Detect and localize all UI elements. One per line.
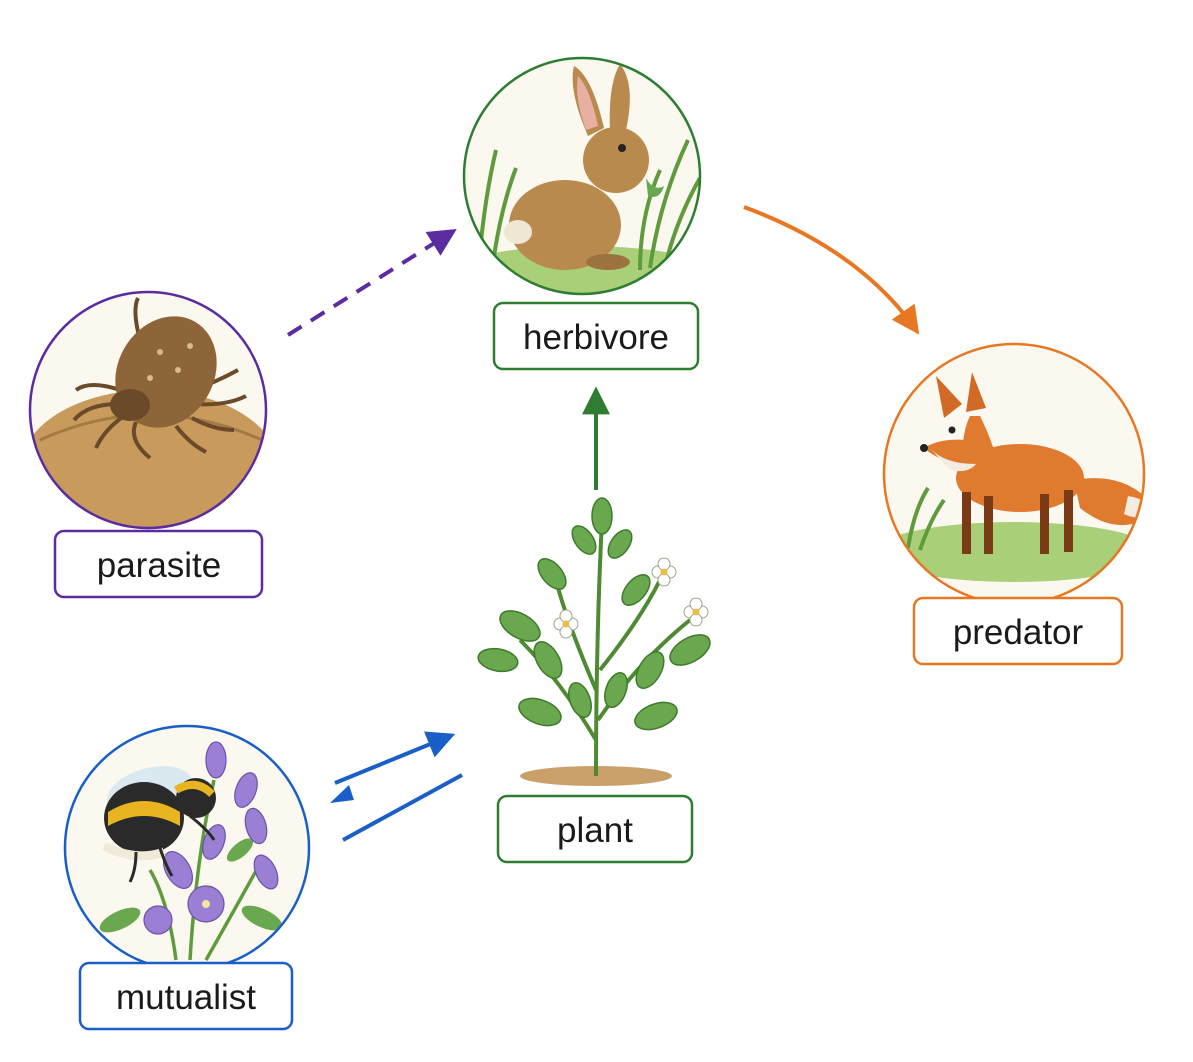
plant-icon: [477, 497, 711, 786]
arrow-herbivore-to-predator: [743, 205, 920, 335]
parasite-label: parasite: [97, 546, 222, 585]
predator-node: predator: [882, 342, 1146, 666]
plant-label-box: [496, 794, 694, 864]
herbivore-label: herbivore: [523, 318, 669, 357]
parasite-circle: [28, 290, 268, 530]
mutualist-label-box: [78, 961, 294, 1031]
tick-icon: [30, 292, 266, 528]
parasite-node: parasite: [28, 290, 268, 599]
plant-node: plant: [477, 497, 711, 864]
arrow-plant-to-mutualist: [342, 773, 463, 842]
predator-label-box: [912, 596, 1124, 666]
arrow-mutualist-to-plant: [334, 731, 456, 785]
herbivore-circle: [462, 56, 702, 296]
plant-label: plant: [557, 811, 633, 850]
bee-on-flowers-icon: [65, 726, 309, 970]
herbivore-node: herbivore: [462, 56, 702, 371]
herbivore-label-box: [492, 301, 700, 371]
rabbit-icon: [464, 58, 700, 294]
fox-icon: [884, 344, 1144, 604]
plant-flowers: [553, 557, 709, 639]
parasite-label-box: [53, 529, 264, 599]
arrow-parasite-to-herbivore: [286, 229, 457, 337]
arrow-plant-to-mutualist-tip: [330, 785, 354, 803]
mutualist-label: mutualist: [116, 978, 256, 1017]
predator-label: predator: [953, 613, 1084, 652]
mutualist-node: mutualist: [63, 724, 311, 1031]
